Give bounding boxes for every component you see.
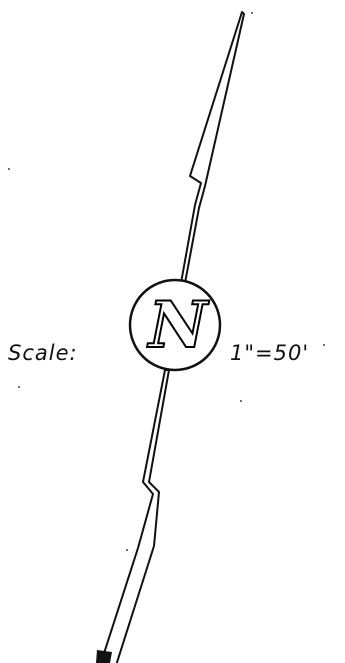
north-arrow-upper-blade (180, 11, 245, 284)
north-arrow-lower-shaft (99, 369, 170, 663)
paper-speck (126, 549, 128, 551)
paper-speck (18, 386, 20, 388)
paper-speck (240, 400, 242, 402)
paper-speck (8, 168, 10, 170)
scale-value: 1"=50' (230, 341, 310, 365)
north-letter: N (148, 287, 209, 364)
paper-speck (251, 12, 253, 14)
scale-label: Scale: (8, 341, 78, 365)
north-arrow-tail (96, 650, 112, 663)
north-circle (128, 278, 222, 372)
paper-speck (323, 344, 325, 346)
